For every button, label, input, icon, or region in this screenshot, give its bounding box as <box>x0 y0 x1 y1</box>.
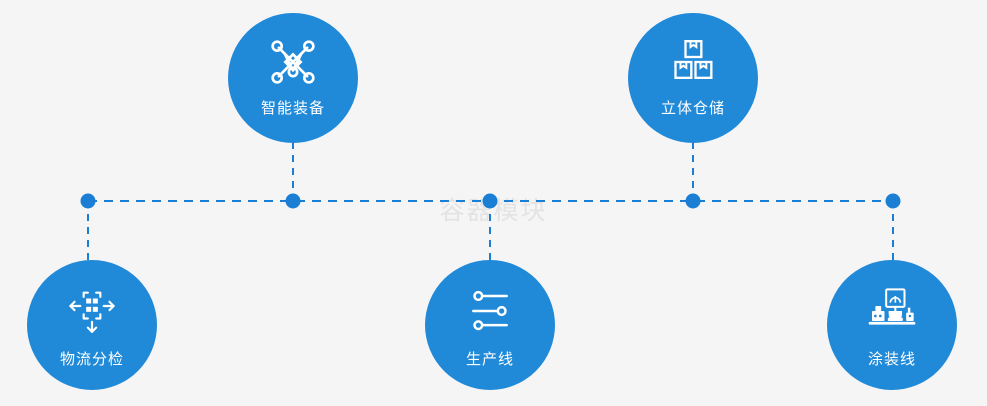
axis-dot-coating-line <box>885 193 901 209</box>
sorting-arrows-icon <box>69 291 115 333</box>
node-stereoscopic-warehouse[interactable]: 立体仓储 <box>628 13 758 143</box>
node-label-production-line: 生产线 <box>465 351 514 368</box>
node-label-logistics-sorting: 物流分检 <box>59 351 124 368</box>
axis-dot-production-line <box>482 193 498 209</box>
axis-dot-logistics-sorting <box>80 193 96 209</box>
network-nodes-icon <box>271 40 315 84</box>
axis-dot-intelligent-equipment <box>285 193 301 209</box>
stacked-boxes-icon <box>674 40 713 79</box>
node-label-coating-line: 涂装线 <box>867 351 916 368</box>
sliders-icon <box>472 290 508 331</box>
node-label-intelligent-equipment: 智能装备 <box>260 100 325 117</box>
node-production-line[interactable]: 生产线 <box>425 260 555 390</box>
node-logistics-sorting[interactable]: 物流分检 <box>27 260 157 390</box>
node-intelligent-equipment[interactable]: 智能装备 <box>228 13 358 143</box>
axis-dot-stereoscopic-warehouse <box>685 193 701 209</box>
node-label-stereoscopic-warehouse: 立体仓储 <box>660 100 725 117</box>
node-coating-line[interactable]: 涂装线 <box>827 260 957 390</box>
machine-monitor-icon <box>868 288 916 325</box>
